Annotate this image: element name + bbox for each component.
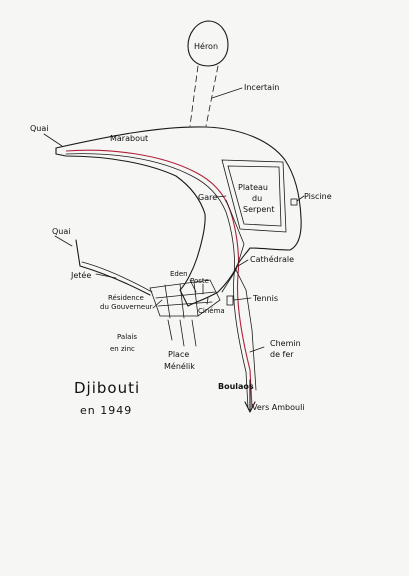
uncertain-causeway — [189, 65, 219, 127]
railway-line — [65, 149, 253, 409]
palais-label-1: Palais — [117, 333, 137, 341]
heron-island — [187, 20, 229, 67]
plateau-label-3: Serpent — [243, 205, 275, 214]
leader-lines — [43, 87, 305, 353]
vers-ambouli-arrow — [244, 379, 256, 413]
tennis-marker — [226, 295, 234, 306]
quai-north-label: Quai — [30, 124, 49, 133]
peninsula-coastline — [55, 126, 302, 307]
plateau-label-1: Plateau — [238, 183, 268, 192]
map-title-line-2: en 1949 — [80, 404, 132, 417]
plateau-du-serpent — [221, 159, 287, 233]
place-label-1: Place — [168, 350, 189, 359]
tennis-label: Tennis — [252, 294, 278, 303]
poste-label: Poste — [190, 277, 209, 285]
map-title-line-1: Djibouti — [74, 379, 140, 397]
incertain-label: Incertain — [244, 83, 279, 92]
railway-line-inner — [65, 153, 249, 409]
chemin-label-1: Chemin — [270, 339, 301, 348]
gare-label: Gare — [198, 193, 217, 202]
cinema-label: Cinéma — [198, 307, 225, 315]
heron-label: Héron — [194, 41, 218, 51]
town-grid — [149, 279, 221, 347]
vers-ambouli-label: Vers Ambouli — [252, 403, 305, 412]
main-road — [221, 199, 257, 391]
marabout-label: Marabout — [110, 134, 148, 143]
piscine-label: Piscine — [304, 192, 332, 201]
cathedrale-label: Cathédrale — [250, 254, 294, 264]
plateau-label-2: du — [252, 194, 262, 203]
plateau-inner-road — [227, 165, 282, 227]
quai-west-label: Quai — [52, 227, 71, 236]
quai-west-pier — [75, 239, 151, 296]
piscine-marker — [290, 198, 298, 206]
residence-label-1: Résidence — [108, 294, 144, 302]
chemin-label-2: de fer — [270, 350, 294, 359]
palais-label-2: en zinc — [110, 345, 135, 353]
place-label-2: Ménélik — [164, 361, 195, 371]
eden-label: Eden — [170, 270, 188, 278]
jetee-label: Jetée — [70, 270, 91, 280]
boulaos-label: Boulaos — [218, 382, 254, 391]
jetee-pier — [81, 261, 153, 293]
residence-label-2: du Gouverneur — [100, 303, 153, 311]
